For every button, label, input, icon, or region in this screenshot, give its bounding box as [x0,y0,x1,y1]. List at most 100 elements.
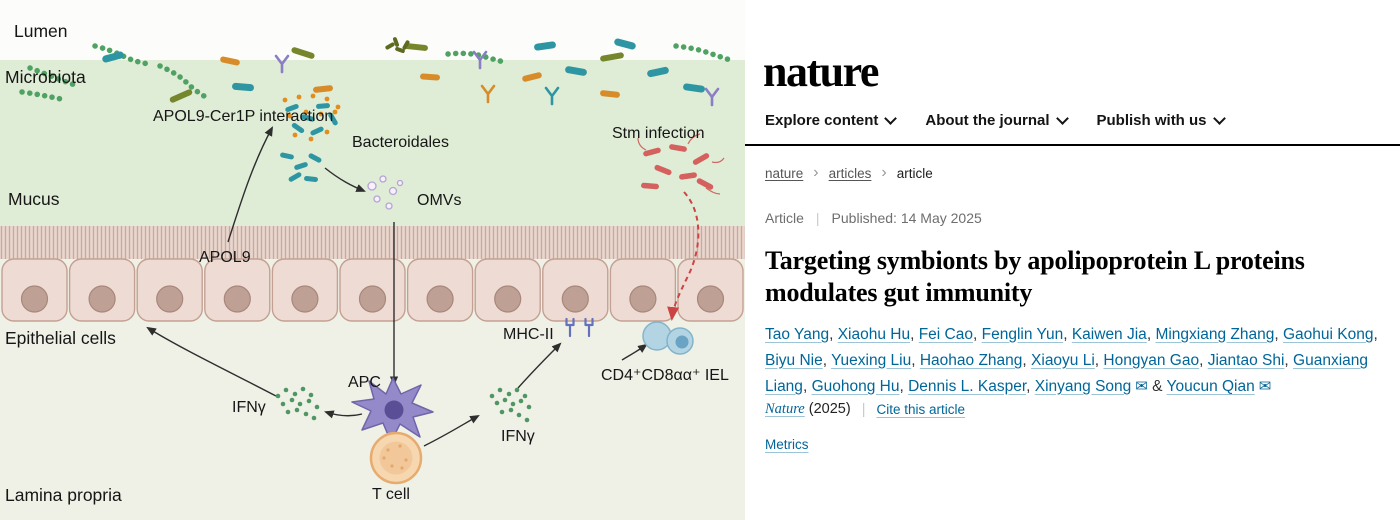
breadcrumb-link-nature[interactable]: nature [765,165,804,181]
main-nav: Explore content About the journal Publis… [765,112,1226,129]
author-separator: , [802,377,812,395]
omv-vesicles [367,175,404,210]
author-separator: , [1094,351,1104,369]
email-icon[interactable]: ✉ [1258,377,1272,395]
lumen-zone [0,0,745,60]
label-apol9-cer1p: APOL9-Cer1P interaction [153,108,334,125]
epithelium [0,226,745,322]
chevron-down-icon [884,112,898,125]
chevron-down-icon [1055,112,1069,125]
stm-bacteria [637,133,725,195]
author-separator: , [973,325,982,343]
breadcrumb-link-articles[interactable]: articles [828,165,872,181]
label-ifng-right: IFNγ [501,428,535,445]
label-epithelial-cells: Epithelial cells [5,328,116,348]
label-microbiota: Microbiota [5,67,86,87]
label-lumen: Lumen [14,21,68,41]
author-separator: , [1026,377,1035,395]
author-separator: , [1284,351,1294,369]
mhc2-icons [565,317,594,338]
label-t-cell: T cell [372,486,410,503]
published-date: Published: 14 May 2025 [831,210,982,226]
label-ifng-left: IFNγ [232,399,266,416]
cite-this-article-link[interactable]: Cite this article [876,402,966,417]
label-lamina-propria: Lamina propria [5,485,122,505]
author-separator: , [1022,351,1032,369]
bacteroidales-cluster [280,93,341,182]
chevron-right-icon: › [881,164,887,181]
author-separator: , [1373,325,1378,343]
article-title: Targeting symbionts by apolipoprotein L … [765,246,1305,307]
article-panel: nature Explore content About the journal… [745,0,1400,520]
microbiota-bacteria [19,37,733,107]
nav-label: Publish with us [1096,112,1207,129]
label-iel: CD4⁺CD8αα⁺ IEL [601,367,729,384]
author-link[interactable]: Hongyan Gao [1103,351,1200,369]
author-separator: , [910,325,919,343]
author-link[interactable]: Kaiwen Jia [1071,325,1147,343]
article-meta: Article | Published: 14 May 2025 [765,210,982,226]
mucus-zone [0,60,745,226]
author-separator: , [899,377,909,395]
author-link[interactable]: Tao Yang [765,325,830,343]
author-link[interactable]: Jiantao Shi [1207,351,1285,369]
pathway-arrows [146,126,648,447]
author-link[interactable]: Xiaohu Hu [837,325,911,343]
author-separator: , [1063,325,1072,343]
author-list: Tao Yang, Xiaohu Hu, Fei Cao, Fenglin Yu… [765,322,1393,400]
author-link[interactable]: Guanxiang Liang [765,351,1369,395]
email-icon[interactable]: ✉ [1135,377,1148,395]
author-link[interactable]: Haohao Zhang [919,351,1023,369]
author-separator: , [829,325,838,343]
nav-label: About the journal [925,112,1050,129]
author-link[interactable]: Youcun Qian [1166,377,1255,395]
author-link[interactable]: Biyu Nie [765,351,823,369]
header-divider [745,144,1400,146]
author-link[interactable]: Xiaoyu Li [1031,351,1095,369]
nav-about-journal[interactable]: About the journal [925,112,1069,129]
nature-logo[interactable]: nature [763,47,879,96]
label-omvs: OMVs [417,192,462,209]
label-bacteroidales: Bacteroidales [352,134,449,151]
author-separator: , [911,351,920,369]
chevron-down-icon [1212,112,1226,125]
author-link[interactable]: Mingxiang Zhang [1155,325,1275,343]
breadcrumb: nature › articles › article [765,165,933,181]
journal-link[interactable]: Nature [765,401,805,417]
label-mhc2: MHC-II [503,326,554,343]
chevron-right-icon: › [813,164,819,181]
journal-year: (2025) [808,401,851,417]
author-separator: , [822,351,832,369]
citation-line: Nature (2025) | Cite this article [765,401,965,418]
label-apc: APC [348,374,381,391]
breadcrumb-current: article [896,165,933,181]
ifng-molecules-left [275,386,320,421]
author-link[interactable]: Fei Cao [918,325,973,343]
author-link[interactable]: Dennis L. Kasper [908,377,1027,395]
meta-divider: | [815,210,820,226]
nav-publish-with-us[interactable]: Publish with us [1096,112,1226,129]
ifng-molecules-right [489,387,532,423]
author-separator: & [1147,377,1167,395]
figure-illustration [0,0,745,520]
label-apol9: APOL9 [199,249,251,266]
author-link[interactable]: Fenglin Yun [981,325,1064,343]
nav-label: Explore content [765,112,879,129]
cite-divider: | [861,401,866,418]
label-mucus: Mucus [8,189,60,209]
figure-panel: Lumen Microbiota APOL9-Cer1P interaction… [0,0,745,520]
article-type: Article [765,210,804,226]
author-separator: , [1146,325,1156,343]
author-link[interactable]: Xinyang Song [1034,377,1132,395]
iel-cell [642,321,694,355]
author-link[interactable]: Gaohui Kong [1282,325,1374,343]
apc-cell [351,377,434,443]
label-stm-infection: Stm infection [612,125,705,142]
author-link[interactable]: Guohong Hu [811,377,900,395]
author-link[interactable]: Yuexing Liu [831,351,912,369]
t-cell [369,431,423,485]
nav-explore-content[interactable]: Explore content [765,112,898,129]
author-separator: , [1199,351,1208,369]
metrics-link[interactable]: Metrics [765,437,809,452]
metrics-row: Metrics [765,436,809,452]
